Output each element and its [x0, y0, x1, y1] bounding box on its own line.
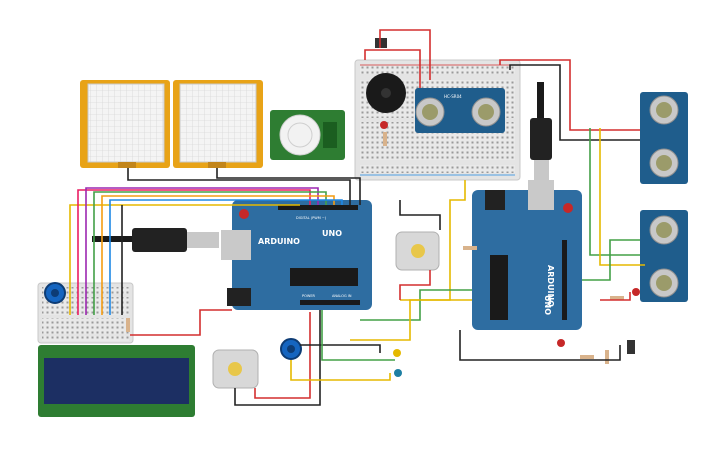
- usb-cable-icon: [92, 228, 219, 252]
- potentiometer-center: [280, 338, 302, 360]
- arduino-left-model: UNO: [322, 229, 342, 238]
- potentiometer-icon: [44, 282, 66, 304]
- ultrasonic-sensor-top: HC-SR04: [415, 88, 505, 133]
- dc-motor-right: [395, 231, 440, 271]
- led-icon: [380, 121, 640, 377]
- dc-motor-icon: [212, 349, 259, 389]
- ultrasonic-label-top: HC-SR04: [444, 94, 462, 99]
- arduino-left-power: POWER: [302, 294, 316, 298]
- lcd-display: [38, 345, 195, 417]
- force-sensor-2: [173, 80, 263, 168]
- pir-sensor-icon: [270, 110, 345, 160]
- force-sensor-1: [80, 80, 170, 168]
- arduino-right-model: UNO: [543, 295, 552, 315]
- buzzer-icon: [366, 73, 406, 113]
- wires: [69, 29, 645, 406]
- usb-cable-right: [530, 82, 552, 188]
- arduino-left-logo: ARDUINO: [258, 237, 300, 246]
- arduino-left-digital: DIGITAL (PWM ~): [296, 216, 327, 220]
- ultrasonic-sensor-right-2: [640, 210, 688, 302]
- arduino-uno-right: ARDUINO UNO: [472, 180, 582, 330]
- ultrasonic-sensor-right-1: [640, 92, 688, 184]
- resistor-icon: [126, 132, 624, 364]
- slide-switch-icon: [375, 38, 635, 354]
- arduino-left-analog: ANALOG IN: [332, 294, 352, 298]
- arduino-right-logo: ARDUINO: [546, 265, 555, 307]
- arduino-uno-left: ARDUINO UNO DIGITAL (PWM ~) ANALOG IN PO…: [221, 200, 372, 310]
